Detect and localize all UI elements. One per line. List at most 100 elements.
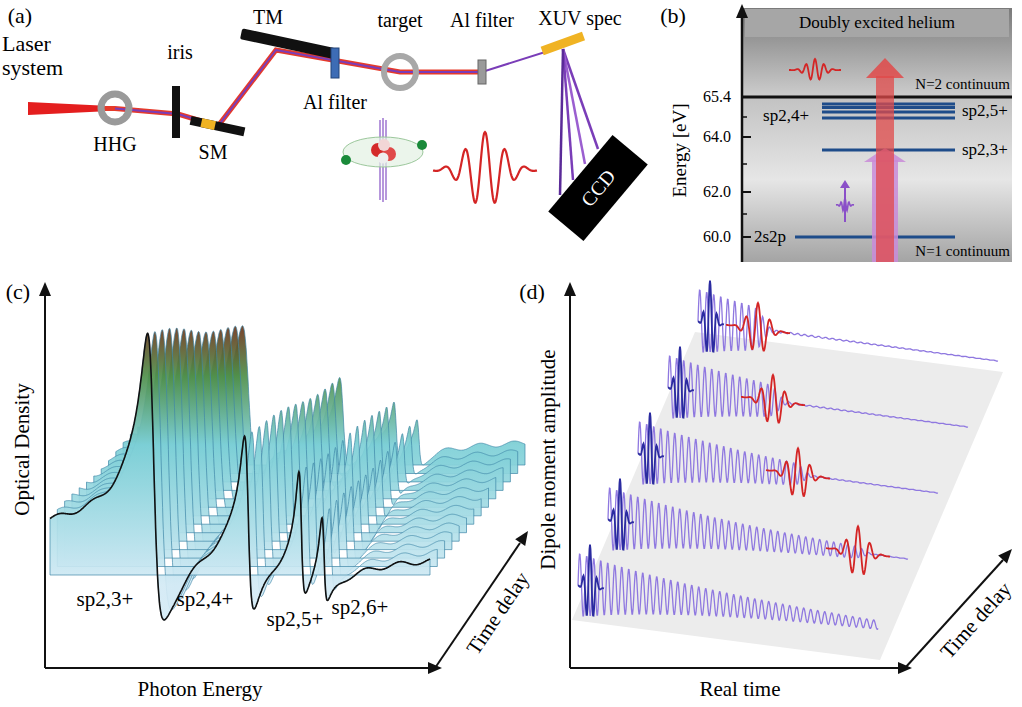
tick-value: 65.4 [703, 88, 731, 106]
tick-value: 64.0 [703, 128, 731, 146]
component-label: SM [199, 141, 228, 163]
excitation-arrow [864, 58, 906, 262]
plot-axes [564, 282, 576, 296]
energy-axis [742, 136, 751, 138]
pump-arrow [840, 180, 850, 188]
component-label: HHG [93, 133, 136, 155]
energy-axis [742, 236, 751, 238]
ir-pulse [766, 448, 830, 496]
plot-axes [45, 667, 430, 669]
energy-axis [742, 163, 747, 165]
al-filter [478, 60, 486, 84]
panel-letter: (c) [6, 280, 30, 304]
ir-pulse [741, 375, 805, 423]
energy-axis [742, 116, 747, 118]
level-label: 2s2p [754, 228, 786, 247]
ir-beam [100, 50, 482, 126]
trace-plane [572, 332, 1003, 660]
helium-atom [341, 155, 351, 165]
component-label: target [377, 9, 422, 31]
ir-pulse [433, 132, 537, 203]
dipole-trace [668, 356, 968, 427]
laser-beam [28, 102, 100, 115]
panel-letter: (b) [660, 4, 686, 28]
component-label: Laser system [2, 32, 94, 80]
plot-axes [569, 294, 571, 668]
dipole-trace [638, 422, 938, 493]
plot-axes [564, 282, 1012, 674]
target-cell [384, 56, 416, 88]
spectrometer-fan [563, 49, 573, 180]
al-filter [331, 48, 339, 78]
resonance-label: sp2,5+ [267, 608, 324, 631]
dipole-trace [608, 488, 908, 559]
spectrometer-fan [560, 49, 563, 195]
dipole-trace [698, 290, 998, 361]
ir-pulse [726, 303, 790, 351]
resonance-label: sp2,6+ [332, 596, 389, 619]
continuum-label: N=1 continuum [915, 243, 1010, 260]
energy-axis [742, 191, 751, 193]
component-label: Al filter [450, 9, 514, 31]
component-label: iris [167, 41, 193, 63]
helium-atom [417, 140, 427, 150]
xuv-pulse [578, 545, 604, 616]
detector-box: CCD [548, 135, 648, 241]
toroidal-mirror [240, 28, 335, 59]
xuv-pulse [836, 198, 854, 211]
axis-label: Real time [699, 678, 780, 701]
toroidal-mirror [240, 28, 335, 59]
excitation-arrow [876, 76, 894, 262]
resonance-label: sp2,3+ [77, 588, 134, 611]
energy-axis [736, 4, 751, 262]
hhg-cell [101, 94, 129, 122]
component-label: XUV spec [538, 7, 622, 29]
xuv-pulse [698, 281, 724, 352]
level-label: sp2,5+ [962, 102, 1008, 121]
iris-plate [172, 86, 180, 138]
dipole-trace [578, 554, 878, 629]
energy-axis [741, 16, 744, 262]
resonance-label: sp2,4+ [177, 588, 234, 611]
absorption-surface [50, 326, 525, 620]
xuv-pulse [608, 479, 634, 550]
xuv-pulse [668, 347, 694, 418]
xuv-pulse [638, 413, 664, 484]
component-label: Al filter [303, 91, 367, 113]
continuum-label: N=2 continuum [915, 76, 1010, 93]
plot-axes [44, 294, 46, 668]
energy-axis [742, 96, 751, 98]
excitation-arrow [866, 58, 904, 78]
spherical-mirror [190, 116, 246, 136]
energy-axis [742, 213, 747, 215]
energy-axis [736, 4, 748, 18]
helium-atom [378, 153, 389, 164]
level-label: sp2,3+ [962, 141, 1008, 160]
band-title: Doubly excited helium [799, 14, 955, 33]
axis-label: Photon Energy [137, 678, 262, 701]
detector-label: CCD [576, 165, 619, 211]
setup-illustration [28, 28, 598, 202]
component-label: TM [253, 6, 283, 28]
helium-atom [341, 137, 427, 167]
plot-axes [39, 282, 51, 296]
plot-axes [39, 282, 528, 674]
plot-axes [515, 531, 528, 546]
spherical-mirror [190, 116, 246, 136]
energy-diagram [736, 4, 1012, 262]
dipole-traces [578, 281, 998, 630]
plot-axes [998, 549, 1012, 563]
spherical-mirror [200, 118, 216, 130]
plot-axes [570, 667, 900, 669]
helium-atom [343, 137, 423, 167]
title-band [745, 9, 1009, 37]
surface-slice [50, 333, 430, 620]
axis-label: Optical Density [10, 384, 33, 516]
tick-value: 62.0 [703, 183, 731, 201]
axis-label: Energy [eV] [670, 103, 691, 197]
level-label: sp2,4+ [763, 107, 809, 126]
axis-label: Dipole moment amplitude [536, 350, 559, 570]
panel-letter: (a) [8, 4, 32, 28]
helium-atom [378, 139, 390, 151]
